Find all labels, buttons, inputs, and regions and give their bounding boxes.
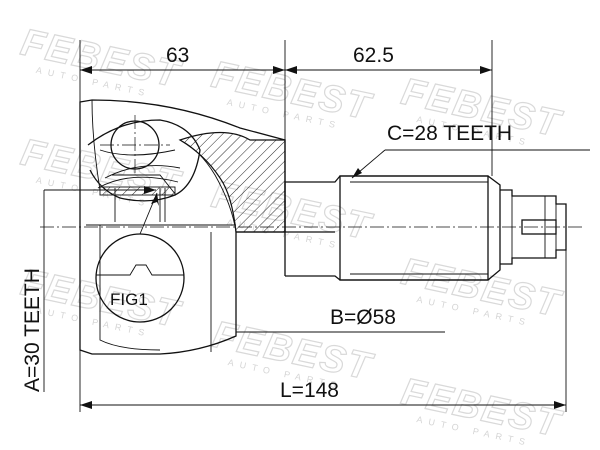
fig1-label: FIG1	[110, 290, 148, 309]
dim-62-5-label: 62.5	[353, 44, 394, 67]
dim-diameter-b: B=Ø58	[236, 306, 445, 333]
dim-diameter-b-label: B=Ø58	[330, 306, 396, 329]
housing-cavity	[91, 99, 237, 233]
fig1-tooth-profile	[96, 264, 184, 276]
fig1-detail: FIG1	[95, 192, 185, 323]
dim-63: 63	[79, 40, 286, 140]
shaft-threaded-end	[500, 189, 567, 265]
leader-arrow	[144, 186, 156, 194]
dim-length-l-label: L=148	[280, 379, 339, 402]
shaft-spline-body	[339, 175, 489, 281]
leader-arrow	[352, 168, 362, 178]
dim-arrow	[554, 401, 566, 409]
dim-spline-a: A=30 TEETH	[21, 186, 156, 392]
dim-arrow	[80, 66, 92, 74]
dim-63-label: 63	[166, 44, 189, 67]
dim-arrow	[285, 66, 297, 74]
cage-line	[104, 165, 181, 179]
housing-hatch-section	[178, 131, 286, 233]
dim-arrow	[273, 66, 285, 74]
dim-arrow	[480, 66, 492, 74]
shaft-chamfer	[487, 175, 501, 281]
dim-arrow	[80, 401, 92, 409]
cage-line	[99, 149, 176, 156]
inner-race-section	[99, 186, 176, 196]
dim-spline-a-label: A=30 TEETH	[21, 268, 44, 392]
fig1-leader-arrow	[151, 193, 159, 206]
dim-62-5: 62.5	[285, 40, 493, 176]
cage-line	[97, 176, 179, 189]
dim-spline-c-label: C=28 TEETH	[387, 122, 512, 145]
housing-lower-cavity	[99, 225, 161, 351]
cage-outer	[87, 119, 201, 202]
ball-cage	[87, 115, 201, 222]
dim-spline-c: C=28 TEETH	[351, 122, 590, 179]
shaft	[40, 175, 585, 281]
dim-length-l: L=148	[79, 250, 567, 412]
